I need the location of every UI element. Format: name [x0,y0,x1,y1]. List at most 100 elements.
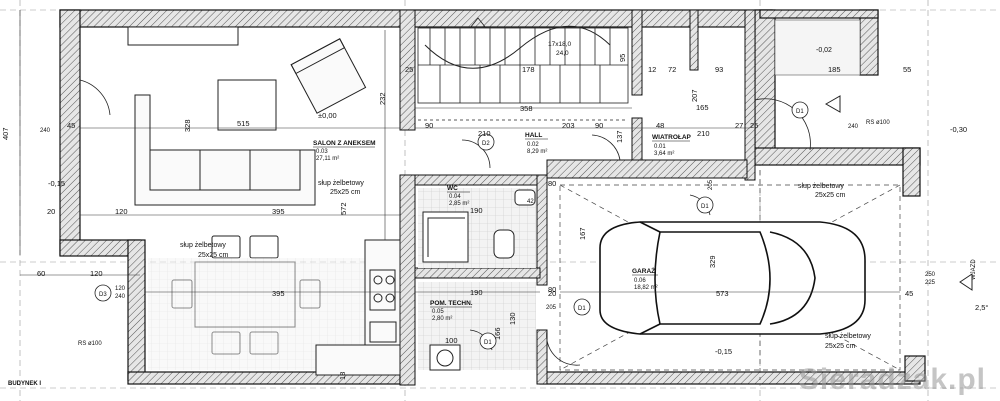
armchair [290,38,367,114]
coffee-table [217,79,277,131]
building-label: BUDYNEK I [8,381,41,387]
svg-text:20: 20 [548,289,556,298]
svg-text:90: 90 [595,121,603,130]
sofa [134,94,316,206]
svg-text:250: 250 [925,272,936,278]
svg-text:395: 395 [272,289,285,298]
slope-label: 2,5° [975,303,988,312]
svg-text:210: 210 [478,129,491,138]
svg-text:0.03: 0.03 [316,149,328,155]
svg-text:328: 328 [183,119,192,132]
svg-text:130: 130 [508,312,517,325]
stairs-sub: 24,0 [556,50,569,57]
staircase [417,17,629,121]
kitchen-counter [315,239,401,376]
svg-text:207: 207 [690,89,699,102]
room-label-hall: HALL 0.02 8,29 m² [525,132,548,155]
car [599,221,866,335]
svg-text:395: 395 [272,207,285,216]
svg-text:25: 25 [405,65,413,74]
door-tag-d3: D3 [99,292,107,298]
svg-text:-0,02: -0,02 [816,47,832,54]
svg-text:166: 166 [493,327,502,340]
level-zero: ±0,00 [318,111,337,120]
door-tag-d2: D2 [482,141,490,147]
door-tag-d1d: D1 [796,109,804,115]
svg-text:240: 240 [115,294,126,300]
svg-text:100: 100 [445,336,458,345]
svg-text:słup żelbetowy: słup żelbetowy [318,180,364,187]
watermark: Sieradzak.pl [798,363,986,396]
svg-text:12: 12 [648,65,656,74]
tv-cabinet [127,26,239,46]
svg-text:90: 90 [425,121,433,130]
svg-text:3,64 m²: 3,64 m² [654,151,674,157]
level-garage: -0,15 [715,347,732,356]
svg-text:572: 572 [339,202,348,215]
svg-text:240: 240 [40,128,51,134]
pillar-label-3: słup żelbetowy 25x25 cm [798,183,846,199]
svg-text:165: 165 [696,103,709,112]
svg-text:2,80 m²: 2,80 m² [432,316,452,322]
room-label-garaz: GARAŻ 0.06 18,82 m² [632,267,658,291]
level-right: -0,30 [950,125,967,134]
svg-text:185: 185 [828,65,841,74]
terrace-area [774,19,861,76]
svg-text:329: 329 [708,255,717,268]
svg-text:WC: WC [447,185,458,192]
pillar-label-4: słup żelbetowy 25x25 cm [825,333,871,350]
entry-label: WJAZD [971,259,977,280]
svg-text:POM. TECHN.: POM. TECHN. [430,300,473,307]
svg-text:0.01: 0.01 [654,144,666,150]
svg-text:120: 120 [90,269,103,278]
svg-text:18,82 m²: 18,82 m² [634,285,658,291]
svg-text:25: 25 [750,121,758,130]
svg-text:167: 167 [578,227,587,240]
svg-text:25x25 cm: 25x25 cm [815,192,846,199]
svg-text:0.04: 0.04 [449,194,461,200]
svg-text:45: 45 [67,121,75,130]
svg-text:45: 45 [905,289,913,298]
svg-text:słup żelbetowy: słup żelbetowy [825,333,871,340]
svg-text:słup żelbetowy: słup żelbetowy [180,242,226,249]
rs-right-label: RS ø100 [866,120,890,126]
svg-text:137: 137 [615,130,624,143]
svg-text:80: 80 [548,285,556,294]
svg-text:0.05: 0.05 [432,309,444,315]
svg-text:93: 93 [715,65,723,74]
dimension-lines [19,10,900,293]
svg-text:72: 72 [668,65,676,74]
level-left: -0,15 [48,179,65,188]
svg-text:80: 80 [548,179,556,188]
svg-text:25x25 cm: 25x25 cm [825,343,856,350]
svg-text:515: 515 [237,119,250,128]
svg-text:232: 232 [378,92,387,105]
svg-text:178: 178 [522,65,535,74]
svg-text:8,29 m²: 8,29 m² [527,149,547,155]
wc-fixtures [422,189,536,371]
svg-text:60: 60 [37,269,45,278]
svg-text:0.06: 0.06 [634,278,646,284]
svg-text:205: 205 [708,179,714,190]
interior-walls [399,9,756,386]
door-tag-d1b: D1 [578,306,586,312]
svg-text:573: 573 [716,289,729,298]
room-label-wiatrolap: WIATROŁAP 0.01 3,64 m² [652,134,692,157]
door-tag-d1a: D1 [701,204,709,210]
svg-text:210: 210 [697,129,710,138]
svg-text:18: 18 [338,372,347,380]
section-marker-icon [824,95,841,113]
svg-text:20: 20 [47,207,55,216]
svg-text:27,11 m²: 27,11 m² [316,156,339,162]
svg-text:95: 95 [618,54,627,62]
svg-text:SALON Z ANEKSEM: SALON Z ANEKSEM [313,140,376,147]
svg-text:WIATROŁAP: WIATROŁAP [652,134,692,141]
svg-text:48: 48 [656,121,664,130]
svg-text:225: 225 [925,280,936,286]
svg-text:407: 407 [1,127,10,140]
room-label-techn: POM. TECHN. 0.05 2,80 m² [430,300,473,322]
svg-text:27: 27 [735,121,743,130]
svg-text:205: 205 [546,305,557,311]
svg-text:203: 203 [562,121,575,130]
svg-text:120: 120 [115,207,128,216]
